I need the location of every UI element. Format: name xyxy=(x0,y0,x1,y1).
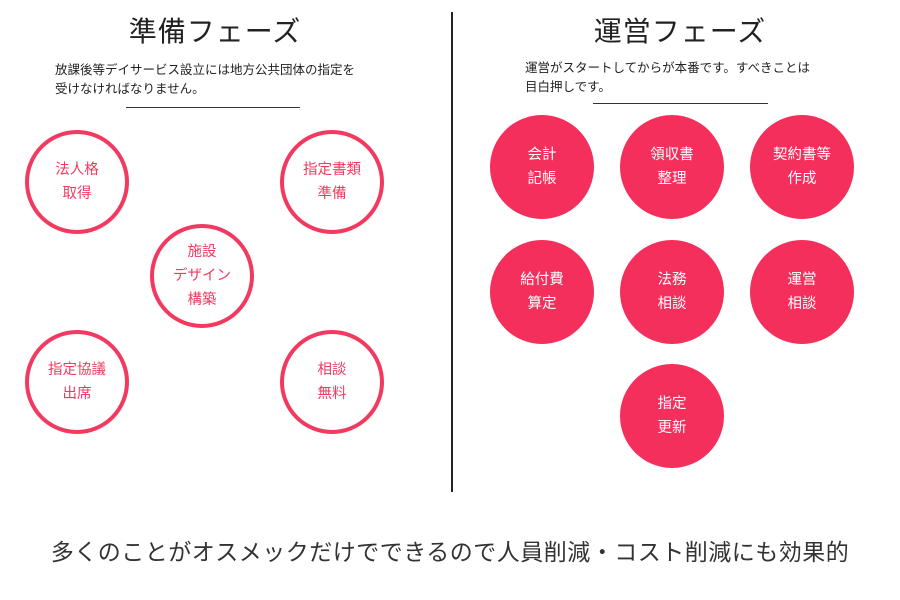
circle-label: 指定 更新 xyxy=(657,396,687,436)
circle-benefit-calculation: 給付費 算定 xyxy=(490,240,594,344)
circle-label: 領収書 整理 xyxy=(650,147,694,187)
circle-receipts: 領収書 整理 xyxy=(620,115,724,219)
circle-label: 法人格 取得 xyxy=(55,162,99,202)
circle-label: 法務 相談 xyxy=(657,272,687,312)
circle-corporate-status: 法人格 取得 xyxy=(25,130,129,234)
circle-label: 指定協議 出席 xyxy=(48,362,106,402)
circle-label: 運営 相談 xyxy=(787,272,817,312)
preparation-phase-title: 準備フェーズ xyxy=(128,15,302,48)
circle-label: 契約書等 作成 xyxy=(773,147,831,187)
operation-phase-title: 運営フェーズ xyxy=(593,15,767,48)
circle-operation-consultation: 運営 相談 xyxy=(750,240,854,344)
footer-message: 多くのことがオスメックだけでできるので人員削減・コスト削減にも効果的 xyxy=(50,540,850,566)
preparation-phase-description: 放課後等デイサービス設立には地方公共団体の指定を 受けなければなりません。 xyxy=(55,62,356,96)
circle-designation-docs: 指定書類 準備 xyxy=(280,130,384,234)
circle-label: 給付費 算定 xyxy=(520,272,564,312)
circle-label: 会計 記帳 xyxy=(527,147,557,187)
circle-accounting: 会計 記帳 xyxy=(490,115,594,219)
circle-label: 施設 デザイン 構築 xyxy=(173,244,231,308)
circle-contracts: 契約書等 作成 xyxy=(750,115,854,219)
operation-underline xyxy=(593,103,768,104)
operation-phase-description: 運営がスタートしてからが本番です。すべきことは 目白押しです。 xyxy=(525,60,811,94)
circle-designation-renewal: 指定 更新 xyxy=(620,364,724,468)
preparation-underline xyxy=(126,107,300,108)
circle-legal-consultation: 法務 相談 xyxy=(620,240,724,344)
circle-label: 相談 無料 xyxy=(317,362,347,402)
circle-label: 指定書類 準備 xyxy=(303,162,361,202)
circle-facility-design: 施設 デザイン 構築 xyxy=(150,224,254,328)
circle-designation-meeting: 指定協議 出席 xyxy=(25,330,129,434)
circle-free-consultation: 相談 無料 xyxy=(280,330,384,434)
phase-divider xyxy=(451,12,453,492)
